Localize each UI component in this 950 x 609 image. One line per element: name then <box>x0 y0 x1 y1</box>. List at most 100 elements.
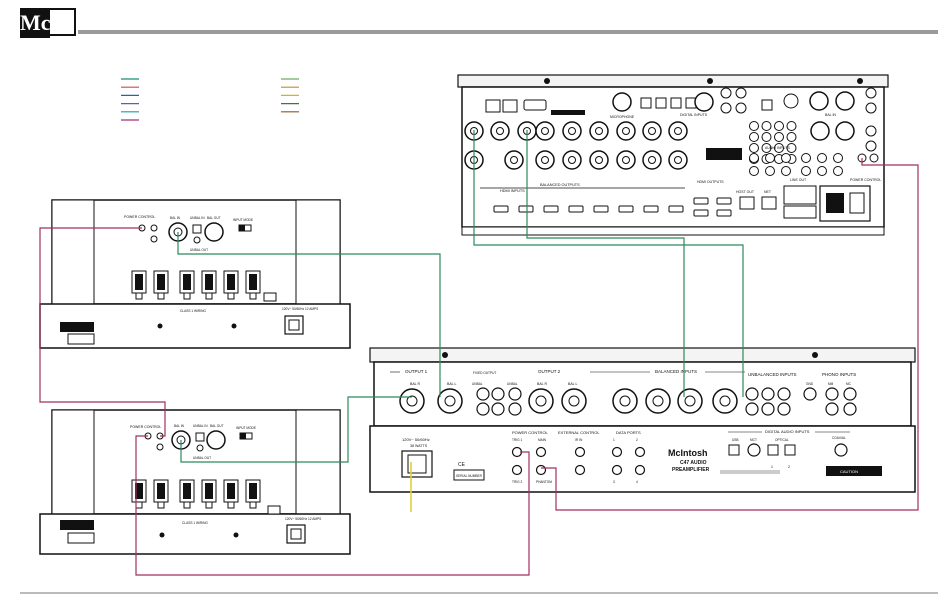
xlr-connector[interactable] <box>668 121 688 141</box>
net-port[interactable] <box>761 196 777 210</box>
xlr-connector[interactable] <box>490 121 510 141</box>
xlr-connector[interactable] <box>668 150 688 170</box>
rca-jack[interactable] <box>786 121 797 131</box>
optical-port[interactable] <box>767 444 779 456</box>
rca-jack[interactable] <box>781 153 791 163</box>
hdmi-port[interactable] <box>493 205 509 213</box>
xlr-connector[interactable] <box>562 150 582 170</box>
rca-jack[interactable] <box>761 121 772 131</box>
xlr-connector[interactable] <box>677 388 703 414</box>
xlr-connector[interactable] <box>535 150 555 170</box>
mct-port[interactable] <box>747 443 761 457</box>
xlr-connector[interactable] <box>437 388 463 414</box>
rca-jack[interactable] <box>749 143 759 153</box>
bal-in-xlr[interactable] <box>809 91 829 111</box>
rca-jack[interactable] <box>761 402 775 416</box>
hdmi-port[interactable] <box>568 205 584 213</box>
rca-jack[interactable] <box>761 387 775 401</box>
rca-jack[interactable] <box>786 132 797 142</box>
rca-jack[interactable] <box>801 153 811 163</box>
host-out-port[interactable] <box>739 196 755 210</box>
xlr-connector[interactable] <box>642 150 662 170</box>
xlr-connector[interactable] <box>589 121 609 141</box>
xlr-connector[interactable] <box>616 150 636 170</box>
rca-jack[interactable] <box>777 402 791 416</box>
xlr-connector[interactable] <box>528 388 554 414</box>
hdmi-out-port[interactable] <box>693 209 709 217</box>
hdmi-port[interactable] <box>593 205 609 213</box>
power-control-jack[interactable] <box>150 224 158 232</box>
xlr-connector[interactable] <box>589 150 609 170</box>
usb-b-port[interactable] <box>761 99 773 111</box>
rca-jack[interactable] <box>817 153 827 163</box>
control-jack[interactable] <box>511 464 523 476</box>
rca-jack[interactable] <box>833 153 843 163</box>
rca-jack[interactable] <box>749 166 759 176</box>
hdmi-port[interactable] <box>518 205 534 213</box>
rca-jack[interactable] <box>777 387 791 401</box>
microphone-xlr[interactable] <box>612 92 632 112</box>
rca-jack[interactable] <box>745 387 759 401</box>
rca-jack[interactable] <box>765 166 775 176</box>
gnd-post[interactable] <box>803 387 817 401</box>
xlr-connector[interactable] <box>612 388 638 414</box>
rca-jack[interactable] <box>508 402 522 416</box>
phono-mm-jack[interactable] <box>825 387 839 401</box>
control-jack[interactable] <box>634 446 646 458</box>
xlr-connector[interactable] <box>561 388 587 414</box>
xlr-connector[interactable] <box>535 121 555 141</box>
rca-jack[interactable] <box>781 166 791 176</box>
rca-jack[interactable] <box>749 121 759 131</box>
coax-port[interactable] <box>783 93 799 109</box>
rca-jack[interactable] <box>508 387 522 401</box>
hdmi-port[interactable] <box>543 205 559 213</box>
usb-port[interactable] <box>728 444 740 456</box>
xlr-connector[interactable] <box>399 388 425 414</box>
rca-jack[interactable] <box>801 166 811 176</box>
xlr-connector[interactable] <box>562 121 582 141</box>
bal-in-xlr[interactable] <box>835 91 855 111</box>
bal-out-xlr[interactable] <box>204 222 224 242</box>
hdmi-out-port[interactable] <box>716 209 732 217</box>
rca-jack[interactable] <box>774 132 784 142</box>
rca-jack[interactable] <box>476 402 490 416</box>
hdmi-port[interactable] <box>618 205 634 213</box>
bal-out-xlr[interactable] <box>206 430 226 450</box>
rs232-port[interactable] <box>523 99 547 111</box>
control-jack[interactable] <box>574 446 586 458</box>
hdmi-port[interactable] <box>643 205 659 213</box>
hdmi-port[interactable] <box>668 205 684 213</box>
rca-jack[interactable] <box>476 387 490 401</box>
rca-jack[interactable] <box>817 166 827 176</box>
net-port[interactable] <box>502 99 518 113</box>
rca-jack[interactable] <box>749 153 759 163</box>
rca-jack[interactable] <box>765 153 775 163</box>
control-jack[interactable] <box>634 464 646 476</box>
control-jack[interactable] <box>611 446 623 458</box>
xlr-connector[interactable] <box>616 121 636 141</box>
control-jack[interactable] <box>574 464 586 476</box>
rca-jack[interactable] <box>761 132 772 142</box>
phono-mc-jack[interactable] <box>843 387 857 401</box>
power-control-jack[interactable] <box>869 153 879 163</box>
rca-jack[interactable] <box>774 143 784 153</box>
rca-jack[interactable] <box>786 143 797 153</box>
xlr-connector[interactable] <box>712 388 738 414</box>
rca-jack[interactable] <box>774 121 784 131</box>
control-jack[interactable] <box>611 464 623 476</box>
phono-mc-jack[interactable] <box>843 402 857 416</box>
control-jack[interactable] <box>535 464 547 476</box>
rca-jack[interactable] <box>745 402 759 416</box>
usb-port[interactable] <box>485 99 501 113</box>
rca-jack[interactable] <box>833 166 843 176</box>
xlr-connector[interactable] <box>645 388 671 414</box>
optical-port[interactable] <box>784 444 796 456</box>
xlr-connector[interactable] <box>504 150 524 170</box>
phono-mm-jack[interactable] <box>825 402 839 416</box>
rca-jack[interactable] <box>761 143 772 153</box>
rca-jack[interactable] <box>491 387 505 401</box>
hdmi-out-port[interactable] <box>693 197 709 205</box>
hdmi-out-port[interactable] <box>716 197 732 205</box>
rca-jack[interactable] <box>491 402 505 416</box>
control-jack[interactable] <box>535 446 547 458</box>
